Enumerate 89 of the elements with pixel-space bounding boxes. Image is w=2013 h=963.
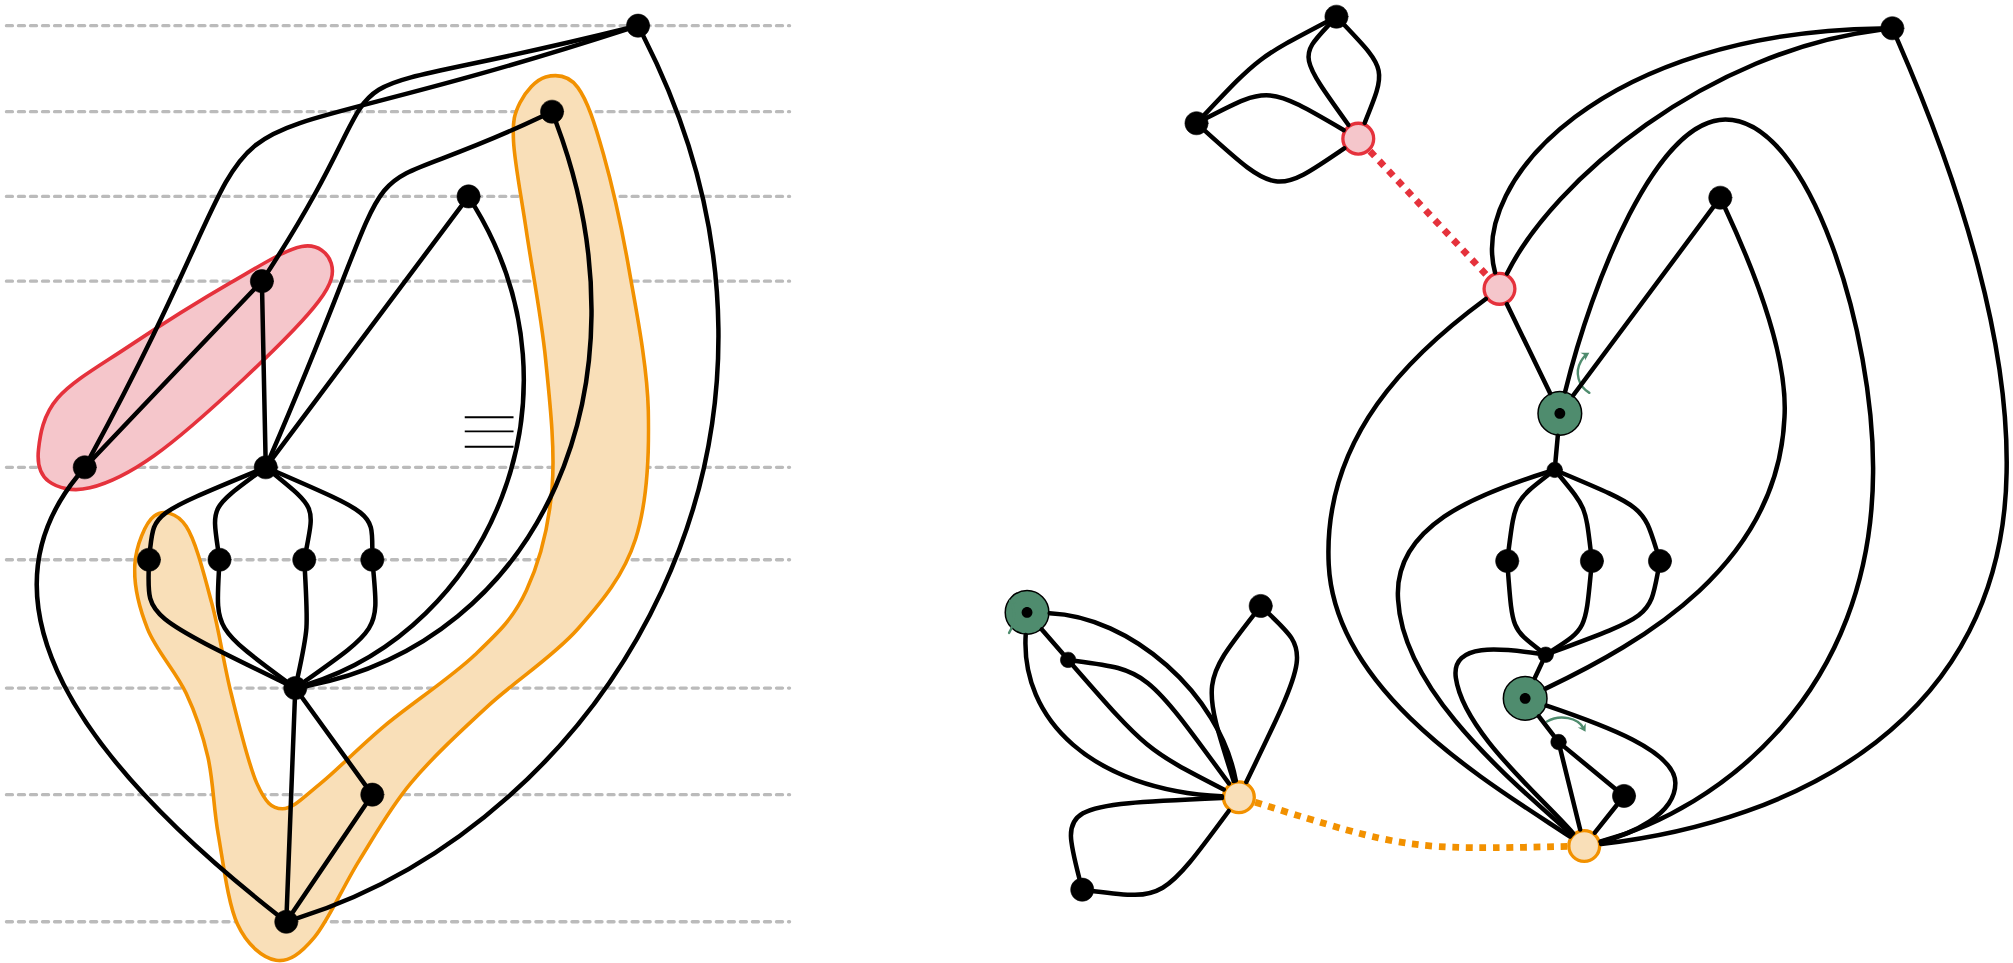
edge-line (1202, 20, 1329, 117)
vertex (1248, 594, 1273, 618)
edge-line (295, 569, 310, 679)
vertex (207, 547, 232, 572)
edge-line (1203, 129, 1347, 184)
edge-line (1039, 627, 1066, 657)
edge-line (304, 204, 526, 687)
edge-line (1204, 93, 1346, 133)
vertex (1004, 589, 1050, 636)
vertex (283, 676, 308, 701)
vertex (250, 269, 274, 294)
edge-line (266, 26, 629, 274)
edge-line (1559, 470, 1659, 553)
edge-line (1571, 205, 1716, 398)
vertex (456, 184, 481, 209)
vertex (360, 547, 385, 572)
edge-line (304, 120, 594, 689)
edge-line (270, 203, 464, 461)
edge-line (1562, 744, 1618, 791)
edge-line (268, 114, 544, 459)
edge-line (212, 472, 259, 551)
vertex (1495, 549, 1520, 573)
edge-line (215, 569, 288, 684)
edge-line (1558, 747, 1583, 832)
vertex (1537, 646, 1554, 663)
edge-line (1047, 611, 1239, 783)
vertex (1648, 549, 1672, 573)
vertex (1708, 185, 1733, 210)
edge-line (274, 469, 375, 551)
vertex (1324, 4, 1349, 29)
edge-line (1536, 714, 1556, 738)
edge-line (1505, 570, 1542, 653)
vertex (253, 455, 278, 480)
vertex (1567, 829, 1602, 864)
vertex (360, 782, 385, 807)
vertex (1537, 390, 1583, 437)
edge-line (147, 469, 258, 551)
edge-line (1562, 117, 1876, 844)
vertex (1550, 734, 1567, 751)
vertex (72, 455, 97, 480)
edge-line (34, 474, 280, 917)
edge-line (1543, 206, 1787, 691)
edge-line (1544, 703, 1678, 845)
vertex (1546, 461, 1563, 478)
edge-line (302, 569, 378, 684)
vertex (292, 547, 317, 572)
vertex (1880, 16, 1905, 41)
edge-line (1550, 570, 1594, 653)
vertex (1482, 271, 1517, 306)
vertex (1580, 549, 1604, 573)
edge-line (1068, 795, 1225, 881)
edge-line (90, 287, 256, 462)
edge-line (284, 697, 298, 913)
edge-line (1367, 148, 1491, 279)
edge-line (1557, 473, 1593, 552)
edge-line (1532, 659, 1545, 681)
edge-line (1342, 23, 1382, 126)
vertex (540, 99, 564, 124)
edge-line (1244, 611, 1300, 785)
vertex (1341, 121, 1376, 156)
edge-line (1326, 296, 1573, 839)
edge-line (1209, 613, 1256, 784)
edge-line (1550, 570, 1661, 655)
edge-line (1504, 302, 1553, 396)
vertex (1612, 784, 1636, 808)
edge-line (1506, 472, 1551, 552)
edge-line (1598, 36, 2009, 847)
edge-line (290, 802, 368, 915)
vertex (626, 13, 650, 38)
vertex (1070, 877, 1095, 902)
edge-line (1453, 647, 1576, 836)
edge-line (88, 27, 630, 460)
edge-line (1091, 808, 1231, 898)
edge-line (299, 695, 368, 788)
edge-line (146, 569, 287, 686)
edge-line (272, 472, 313, 551)
vertex (274, 910, 299, 934)
edge-line (295, 34, 721, 921)
edge-line (1395, 470, 1574, 837)
edge-line (1592, 803, 1619, 835)
vertex (1184, 111, 1209, 136)
vertex (137, 547, 161, 572)
vertex (1502, 675, 1548, 722)
edge-line (1254, 799, 1568, 852)
edge-line (1023, 632, 1225, 799)
edge-line (1553, 433, 1561, 465)
edge-line (259, 290, 268, 458)
vertex (1060, 651, 1077, 668)
edge-line (1306, 23, 1351, 128)
